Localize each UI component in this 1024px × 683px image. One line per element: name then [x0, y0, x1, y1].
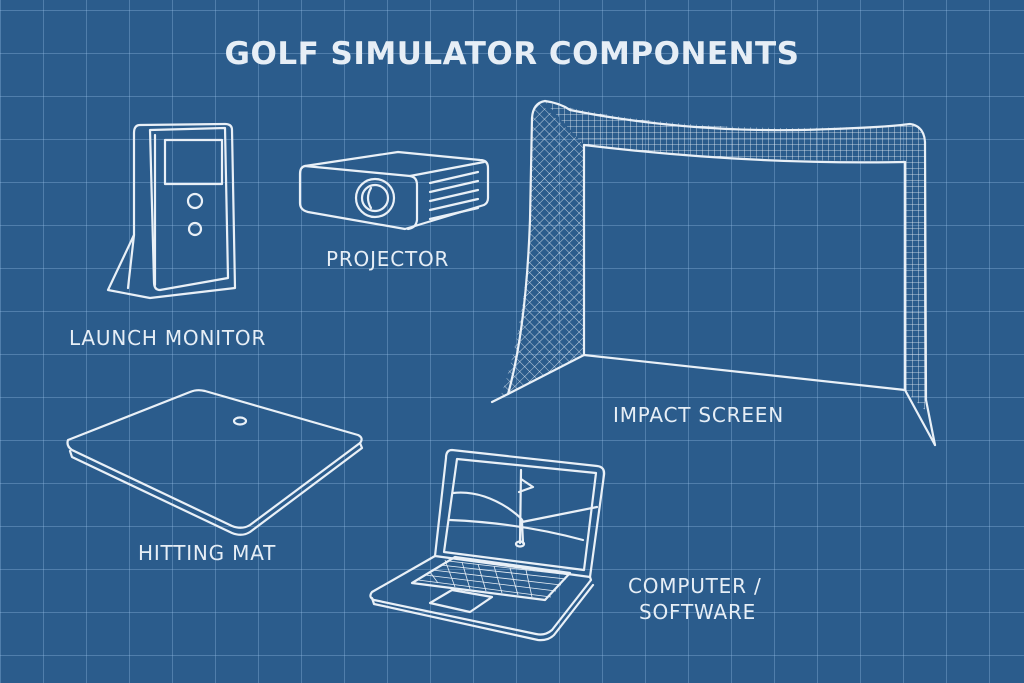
label-launch-monitor: LAUNCH MONITOR [69, 326, 267, 350]
label-computer-line2: SOFTWARE [639, 600, 757, 624]
laptop-icon [369, 448, 606, 642]
projector-icon [298, 150, 490, 231]
label-projector: PROJECTOR [326, 247, 450, 271]
label-hitting-mat: HITTING MAT [138, 541, 277, 565]
label-impact-screen: IMPACT SCREEN [613, 403, 784, 427]
launch-monitor-icon [106, 122, 237, 300]
impact-screen-icon [490, 99, 937, 447]
label-computer-line1: COMPUTER / [628, 574, 762, 598]
page-title: GOLF SIMULATOR COMPONENTS [224, 36, 800, 72]
hitting-mat-icon [66, 389, 364, 536]
